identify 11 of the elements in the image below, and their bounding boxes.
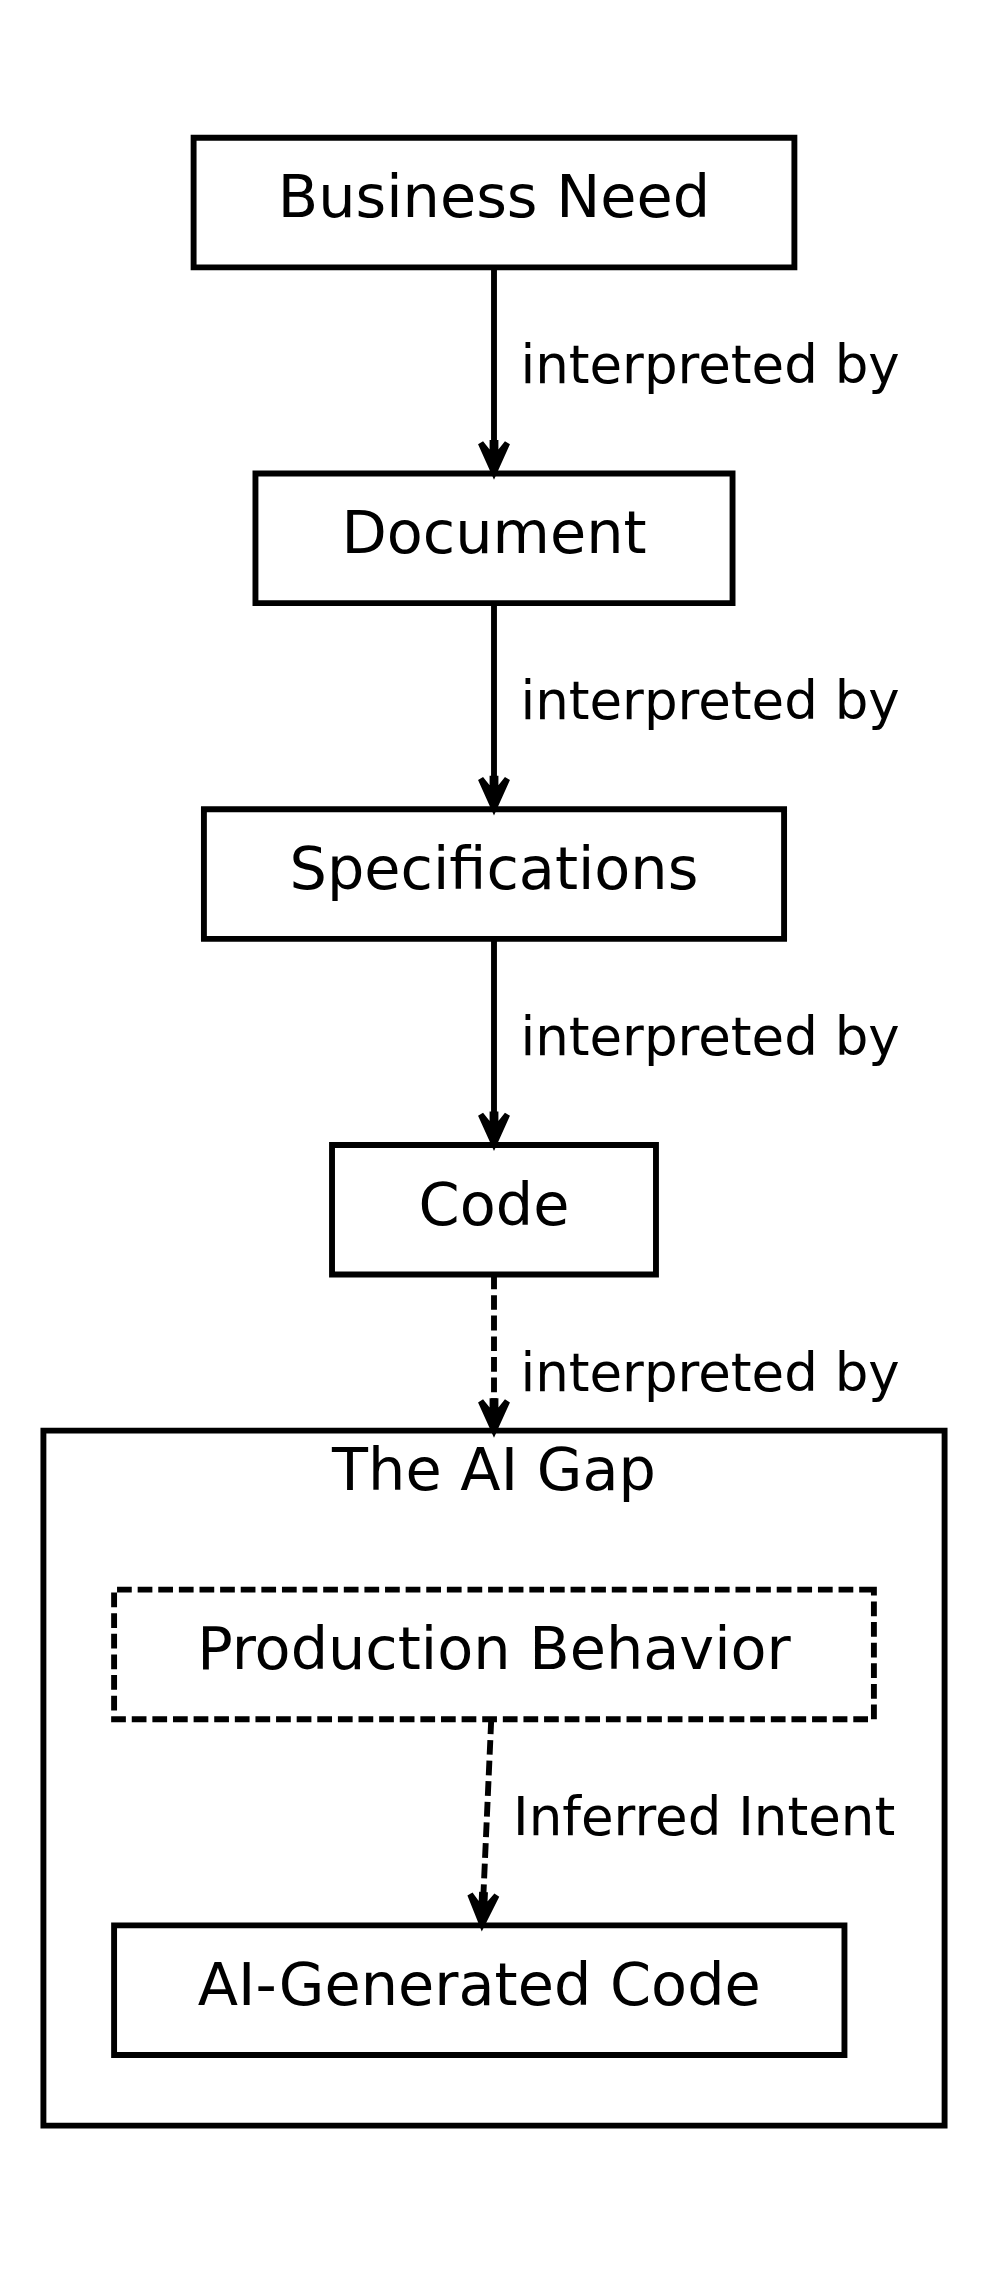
node-box: Business Need bbox=[190, 134, 798, 270]
edge-label: interpreted by bbox=[520, 333, 900, 396]
node-box: Code bbox=[329, 1141, 659, 1277]
edge-label: interpreted by bbox=[520, 1341, 900, 1404]
edge-label: interpreted by bbox=[520, 1005, 900, 1068]
node-box: Production Behavior bbox=[111, 1586, 877, 1722]
edge-label: Inferred Intent bbox=[513, 1785, 896, 1848]
node-box: Document bbox=[252, 470, 736, 606]
node-box: Specifications bbox=[200, 805, 788, 942]
node-box: AI-Generated Code bbox=[111, 1921, 848, 2058]
edge-label: interpreted by bbox=[520, 669, 900, 732]
